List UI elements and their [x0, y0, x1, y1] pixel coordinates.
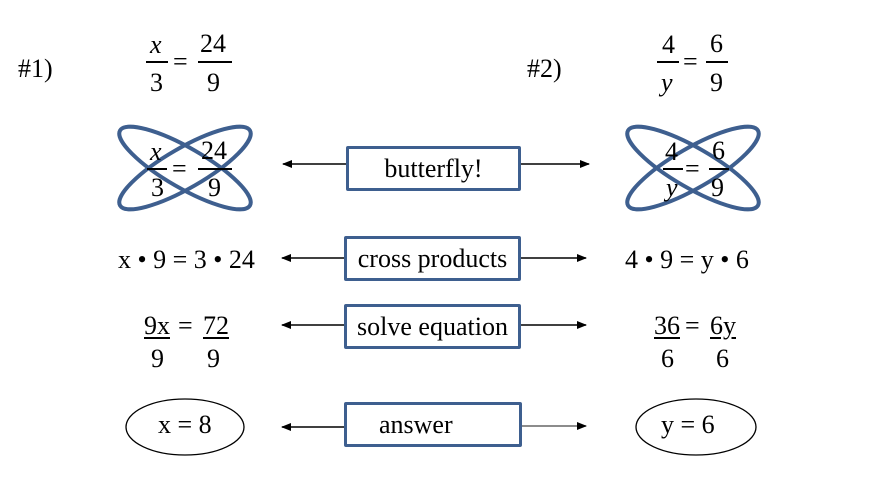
answer-1-ellipse: [125, 398, 245, 456]
solve2-left-denominator: 6: [661, 344, 674, 373]
eq2-right-numerator: 6: [710, 29, 723, 58]
cross-products-2: 4 • 9 = y • 6: [625, 245, 749, 274]
solve1-left-denominator: 9: [151, 344, 164, 373]
step-cross-products-box: cross products: [344, 236, 521, 281]
solve2-right-denominator: 6: [716, 344, 729, 373]
eq1-right-denominator: 9: [207, 68, 220, 97]
butterfly-2-icon: [625, 124, 761, 212]
eq2-left-numerator: 4: [662, 30, 675, 59]
eq2-right-fraction-bar: [706, 61, 728, 63]
solve2-equals: =: [685, 311, 700, 340]
solve2-left-numerator: 36: [654, 311, 680, 340]
eq2-equals: =: [683, 47, 698, 76]
bf2-left-numerator: 4: [665, 137, 678, 166]
butterfly-2-wing-b: [625, 124, 761, 212]
problem-2-label: #2): [527, 54, 562, 83]
step-answer-box: answer: [344, 402, 522, 447]
bf1-left-numerator: x: [150, 137, 162, 166]
bf2-right-bar: [709, 168, 729, 170]
solve1-equals: =: [178, 311, 193, 340]
eq1-left-numerator: x: [150, 30, 162, 59]
solve1-right-denominator: 9: [207, 344, 220, 373]
problem-1-label: #1): [18, 54, 53, 83]
step-answer-label: answer: [379, 409, 453, 439]
step-butterfly-box: butterfly!: [346, 146, 521, 191]
butterfly-1-icon: [117, 124, 253, 212]
eq2-left-fraction-bar: [657, 61, 679, 63]
bf2-equals: =: [685, 154, 700, 183]
bf1-left-bar: [147, 168, 167, 170]
eq2-left-denominator: y: [661, 68, 673, 97]
eq1-equals: =: [173, 47, 188, 76]
bf2-left-denominator: y: [666, 173, 678, 202]
step-solve-equation-box: solve equation: [344, 304, 521, 349]
answer-1: x = 8: [158, 410, 212, 439]
butterfly-1-wing-a: [117, 124, 253, 212]
answer-2-ellipse: [635, 398, 757, 456]
eq1-left-denominator: 3: [150, 68, 163, 97]
butterfly-2-wing-a: [625, 124, 761, 212]
step-cross-products-label: cross products: [357, 243, 508, 273]
bf2-right-numerator: 6: [712, 136, 725, 165]
bf1-right-numerator: 24: [201, 136, 227, 165]
step-butterfly-label: butterfly!: [384, 153, 483, 183]
bf1-left-denominator: 3: [151, 173, 164, 202]
bf1-right-denominator: 9: [208, 173, 221, 202]
solve1-left-numerator: 9x: [144, 311, 170, 340]
solve1-right-numerator: 72: [203, 311, 229, 340]
eq1-left-fraction-bar: [146, 61, 168, 63]
eq2-right-denominator: 9: [710, 68, 723, 97]
answer-2: y = 6: [661, 410, 715, 439]
eq1-right-numerator: 24: [200, 29, 226, 58]
bf2-left-bar: [663, 168, 683, 170]
butterfly-1-wing-b: [117, 124, 253, 212]
solve2-right-numerator: 6y: [710, 311, 736, 340]
bf1-equals: =: [172, 154, 187, 183]
eq1-right-fraction-bar: [198, 61, 232, 63]
bf1-right-bar: [198, 168, 232, 170]
step-solve-equation-label: solve equation: [357, 311, 508, 341]
bf2-right-denominator: 9: [711, 173, 724, 202]
cross-products-1: x • 9 = 3 • 24: [118, 245, 255, 274]
